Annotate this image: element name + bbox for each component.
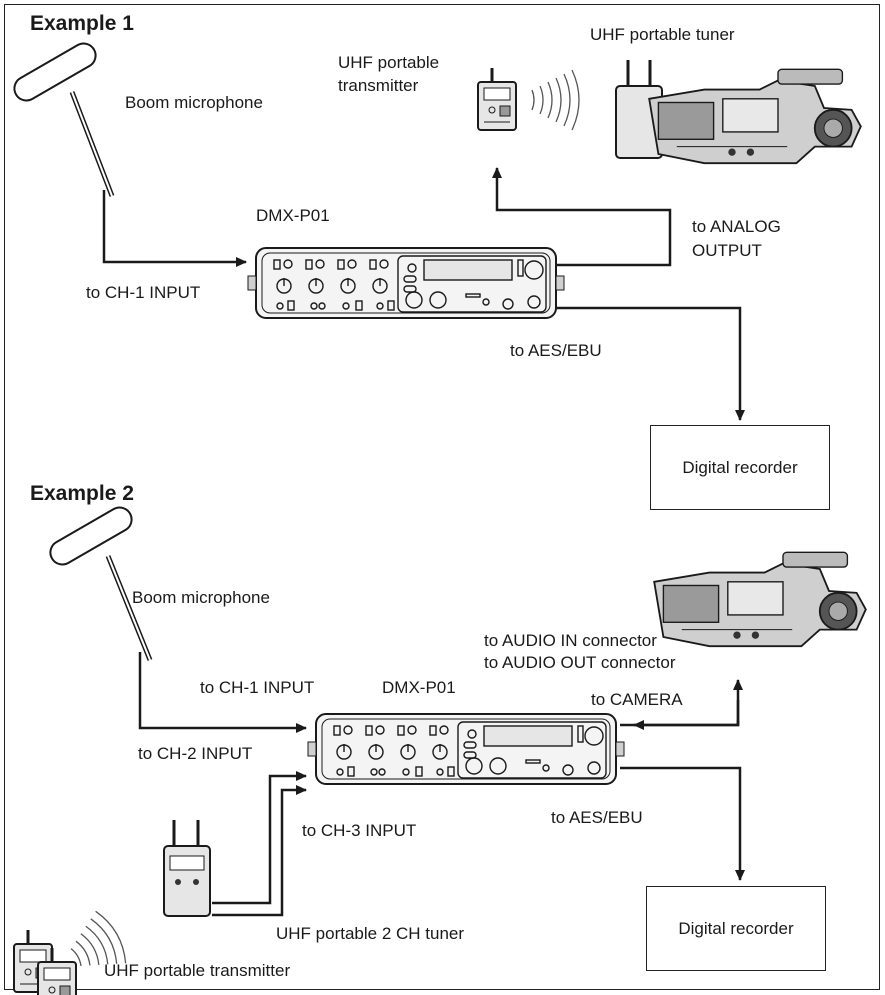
- mixer-device-icon-2: [307, 713, 625, 785]
- digital-recorder-box-1: Digital recorder: [650, 425, 830, 510]
- radio-waves-icon-1: [531, 69, 580, 131]
- uhf-transmitter-label-line1: UHF portable: [338, 53, 440, 72]
- to-analog-label-line1: to ANALOG: [692, 217, 781, 236]
- boom-microphone-icon-2: [49, 506, 153, 661]
- uhf-transmitter-label-line2: transmitter: [338, 76, 419, 95]
- digital-recorder-box-2: Digital recorder: [646, 886, 826, 971]
- digital-recorder-label-1: Digital recorder: [682, 457, 798, 477]
- mixer-label-1: DMX-P01: [256, 206, 330, 225]
- to-audio-out-label: to AUDIO OUT connector: [484, 653, 676, 672]
- cable-mic-to-ch1: [102, 190, 247, 267]
- uhf-tuner-label: UHF portable tuner: [590, 25, 735, 44]
- to-ch1-label-2: to CH-1 INPUT: [200, 678, 315, 697]
- to-analog-label-line2: OUTPUT: [692, 241, 762, 260]
- uhf-transmitter-label-2: UHF portable transmitter: [104, 961, 291, 980]
- diagram-frame: [4, 4, 880, 990]
- mixer-device-icon-1: [247, 247, 565, 319]
- cable-aes-to-recorder-2: [620, 766, 745, 881]
- cable-camera-to-mixer: [633, 700, 740, 730]
- to-ch1-label-1: to CH-1 INPUT: [86, 283, 201, 302]
- cable-mic-to-ch1-2: [138, 652, 307, 733]
- to-ch3-label: to CH-3 INPUT: [302, 821, 417, 840]
- digital-recorder-label-2: Digital recorder: [678, 918, 794, 938]
- camera-icon-1: [648, 68, 862, 165]
- mixer-label-2: DMX-P01: [382, 678, 456, 697]
- boom-microphone-label-1: Boom microphone: [125, 93, 263, 112]
- cable-analog-to-transmitter: [492, 167, 672, 267]
- to-audio-in-label: to AUDIO IN connector: [484, 631, 657, 650]
- cable-tuner-to-ch2: [212, 771, 307, 905]
- cable-aes-to-recorder-1: [556, 306, 745, 421]
- to-camera-label: to CAMERA: [591, 690, 683, 709]
- example-1-title: Example 1: [30, 12, 134, 35]
- boom-microphone-icon-1: [13, 42, 115, 197]
- to-aes-label-1: to AES/EBU: [510, 341, 602, 360]
- example-2-title: Example 2: [30, 482, 134, 505]
- to-aes-label-2: to AES/EBU: [551, 808, 643, 827]
- camera-icon-2: [653, 551, 867, 648]
- uhf-transmitter-icon-1: [476, 66, 518, 132]
- to-ch2-label: to CH-2 INPUT: [138, 744, 253, 763]
- uhf-2ch-tuner-label: UHF portable 2 CH tuner: [276, 924, 465, 943]
- boom-microphone-label-2: Boom microphone: [132, 588, 270, 607]
- cable-tuner-to-ch3: [212, 785, 307, 917]
- uhf-2ch-tuner-icon: [163, 820, 211, 917]
